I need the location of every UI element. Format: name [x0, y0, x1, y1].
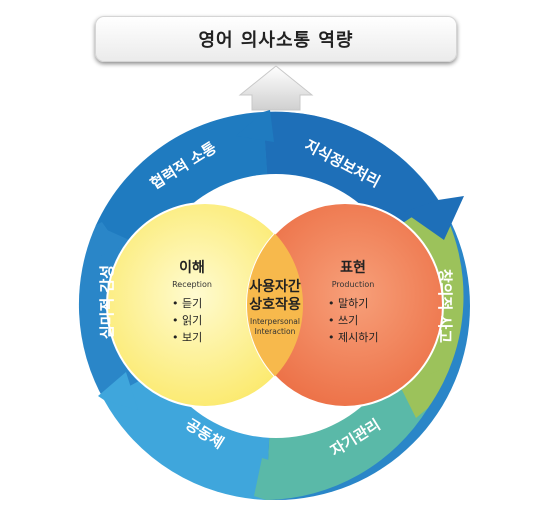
- production-item: • 쓰기: [328, 314, 358, 327]
- reception-subtitle: Reception: [172, 280, 212, 289]
- label-creative: 창의적 사고: [436, 269, 454, 343]
- arrow-tip-community: [98, 372, 138, 410]
- page-title: 영어 의사소통 역량: [198, 30, 354, 51]
- title-box: 영어 의사소통 역량: [95, 16, 457, 62]
- reception-title: 이해: [179, 259, 205, 276]
- reception-item: • 보기: [172, 331, 202, 344]
- up-arrow-icon: [238, 65, 314, 111]
- production-item: • 제시하기: [328, 330, 378, 344]
- interaction-title-line2: 상호작용: [249, 296, 301, 313]
- interaction-subtitle-line1: Interpersonal: [250, 317, 300, 326]
- production-item: • 말하기: [328, 296, 368, 310]
- reception-item: • 읽기: [172, 314, 202, 327]
- label-aesthetic: 심미적 감성: [98, 265, 116, 339]
- reception-item: • 듣기: [172, 297, 202, 310]
- production-title: 표현: [340, 260, 366, 276]
- arrow-tip-self: [254, 458, 296, 500]
- production-subtitle: Production: [332, 280, 375, 289]
- arrow-tip-knowledge: [404, 196, 464, 240]
- arrow-tip-cooperation: [236, 110, 274, 142]
- interaction-title-line1: 사용자간: [249, 278, 301, 295]
- arrow-tip-aesthetic: [86, 222, 120, 262]
- interaction-subtitle-line2: Interaction: [255, 327, 296, 336]
